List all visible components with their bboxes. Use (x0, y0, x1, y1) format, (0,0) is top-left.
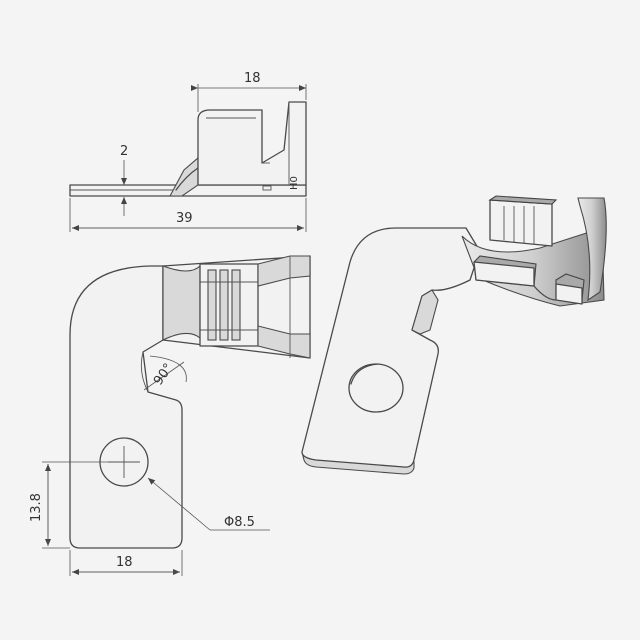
dim-hole-offset: 13.8 (29, 493, 44, 522)
top-tongue-outline (69, 265, 183, 549)
dim-top-width: 18 (244, 71, 261, 86)
marking-text: H0 (289, 176, 300, 190)
iso-plate (301, 227, 479, 468)
iso-rear-wall (489, 199, 553, 247)
iso-mounting-hole (348, 363, 404, 413)
dim-bottom-width: 18 (116, 555, 133, 570)
dim-hole-diameter: Φ8.5 (224, 515, 255, 530)
iso-curl-wall (577, 197, 607, 302)
side-view: H0 18 2 39 (69, 71, 307, 232)
isometric-view (301, 195, 607, 475)
dim-total-length: 39 (176, 211, 193, 226)
top-view: 90° Φ8.5 13.8 18 (29, 255, 311, 576)
marking-dot (262, 185, 272, 191)
dim-thickness: 2 (120, 144, 128, 159)
dim-angle: 90° (151, 361, 177, 388)
side-barrel (197, 101, 307, 186)
